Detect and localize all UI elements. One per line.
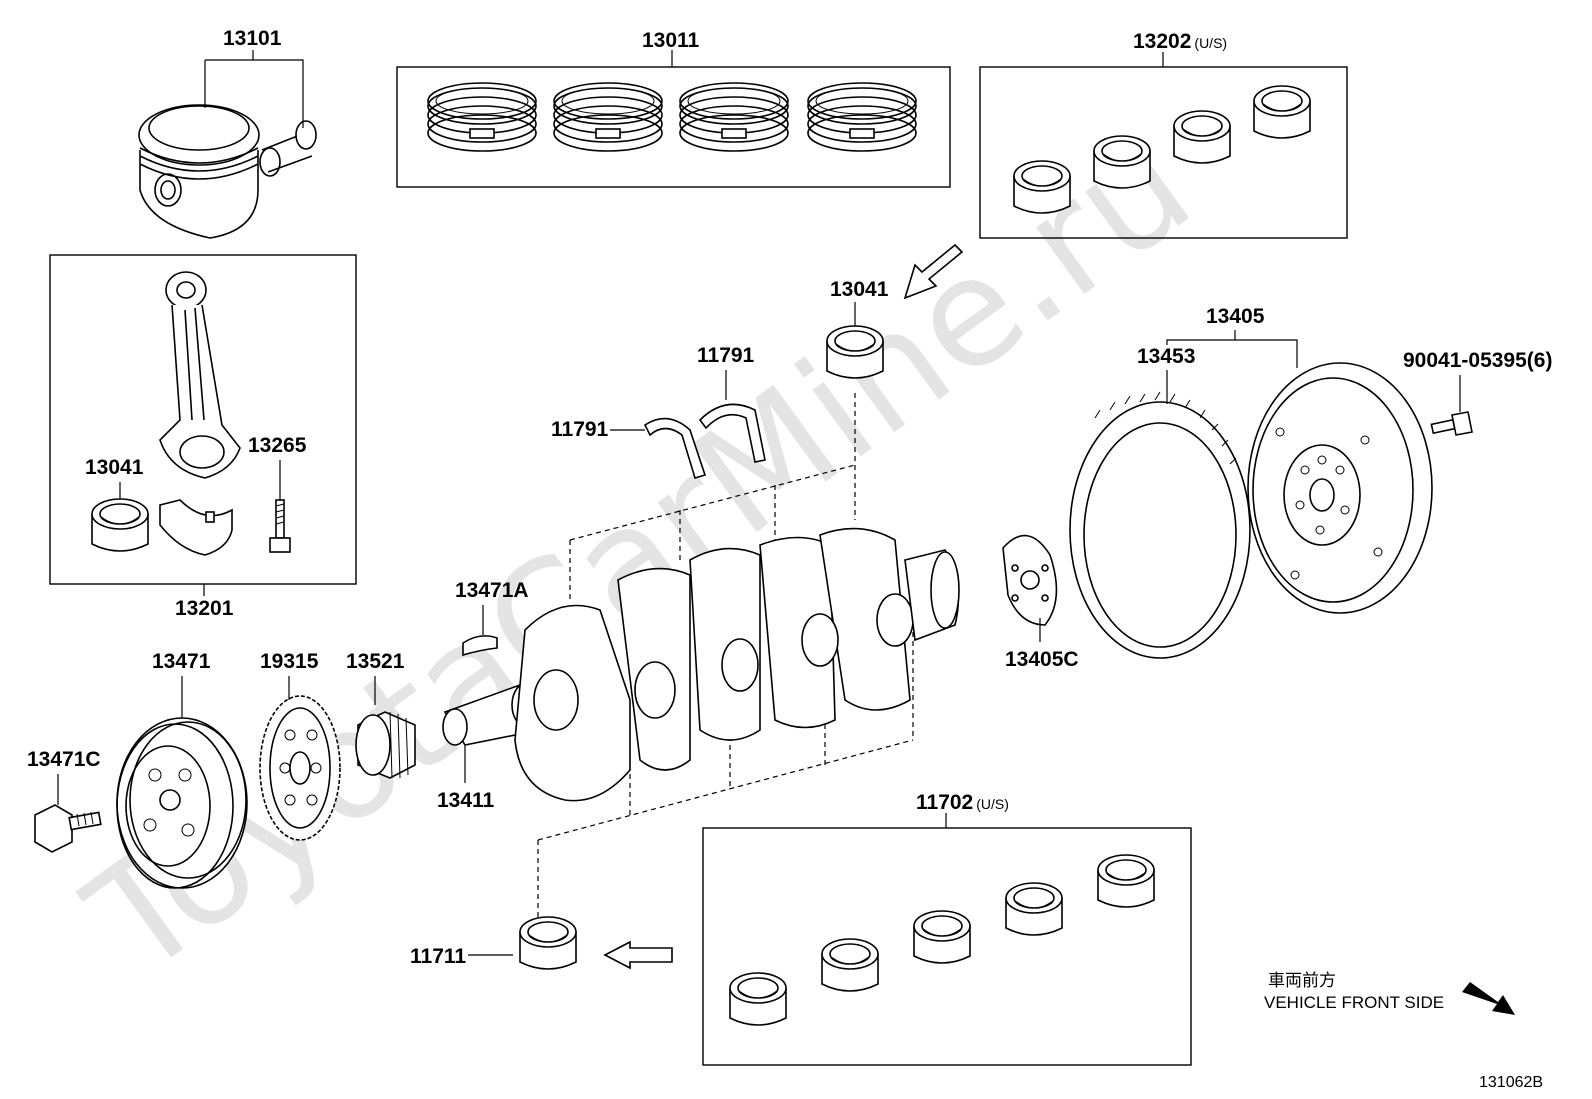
label-13405: 13405 [1206,305,1265,328]
main-bearing-illustration [519,916,577,970]
piston-ring-set-1 [427,82,537,152]
label-11791-upper: 11791 [697,344,755,367]
piston-illustration [138,104,317,239]
label-13411: 13411 [437,789,495,812]
label-13041-rod: 13041 [85,456,144,479]
label-13011: 13011 [642,29,700,52]
rod-bolt-illustration [269,499,291,553]
label-11711: 11711 [410,945,466,968]
rod-bearing-illustration [91,498,149,552]
label-90041: 90041-05395(6) [1403,349,1552,372]
conrod-bearing-illustration [826,325,884,379]
main-bearing-us-5 [1097,854,1155,908]
label-13265: 13265 [248,434,307,457]
bearing-us-4 [1253,85,1311,139]
thrust-washer-upper [698,403,766,463]
direction-japanese: 車両前方 [1268,971,1336,990]
thrust-washer-lower [643,417,707,479]
direction-english: VEHICLE FRONT SIDE [1264,993,1444,1012]
connecting-rod-box [49,254,357,585]
piston-ring-set-3 [679,82,789,152]
label-11702: 11702(U/S) [916,791,1009,814]
label-13471C: 13471C [27,748,101,771]
label-11791-lower: 11791 [551,418,609,441]
label-13202-suffix: (U/S) [1194,35,1227,51]
label-13471: 13471 [152,650,211,673]
crank-key-illustration [462,635,498,657]
label-19315: 19315 [260,650,319,673]
main-bearing-us-4 [1005,882,1063,936]
main-bearing-us-2 [821,938,879,992]
flywheel-plate-illustration [1002,534,1058,626]
main-bearing-us-3 [913,910,971,964]
label-13201: 13201 [175,597,234,620]
crank-pulley-illustration [116,717,248,889]
label-13202: 13202(U/S) [1133,30,1227,53]
arrow-down-left-icon [903,243,964,300]
piston-ring-set-4 [807,82,917,152]
bearing-us-3 [1173,110,1231,164]
label-13471A: 13471A [455,579,529,602]
bearing-us-1 [1013,160,1071,214]
flywheel-bolt-illustration [1430,411,1473,436]
label-13041-top: 13041 [830,278,889,301]
arrow-front-icon [1462,982,1515,1015]
connecting-rod-illustration [159,271,241,556]
crank-gear-illustration [355,711,416,779]
timing-sprocket-illustration [259,695,341,841]
piston-ring-set-2 [553,82,663,152]
label-13101: 13101 [223,27,282,50]
label-11702-suffix: (U/S) [976,796,1009,812]
piston-rings-box [396,66,951,188]
crankshaft-illustration [442,527,960,802]
main-bearing-us-box [702,827,1192,1066]
flywheel-illustration [1247,362,1433,614]
pulley-bolt-illustration [34,804,102,853]
figure-code: 131062B [1479,1074,1543,1091]
label-13521: 13521 [346,650,405,673]
ring-gear-illustration [1069,391,1251,659]
main-bearing-us-1 [729,972,787,1026]
arrow-left-icon [603,940,673,970]
label-13453: 13453 [1137,345,1195,368]
bearing-us-2 [1093,135,1151,189]
label-13405C: 13405C [1005,648,1079,671]
